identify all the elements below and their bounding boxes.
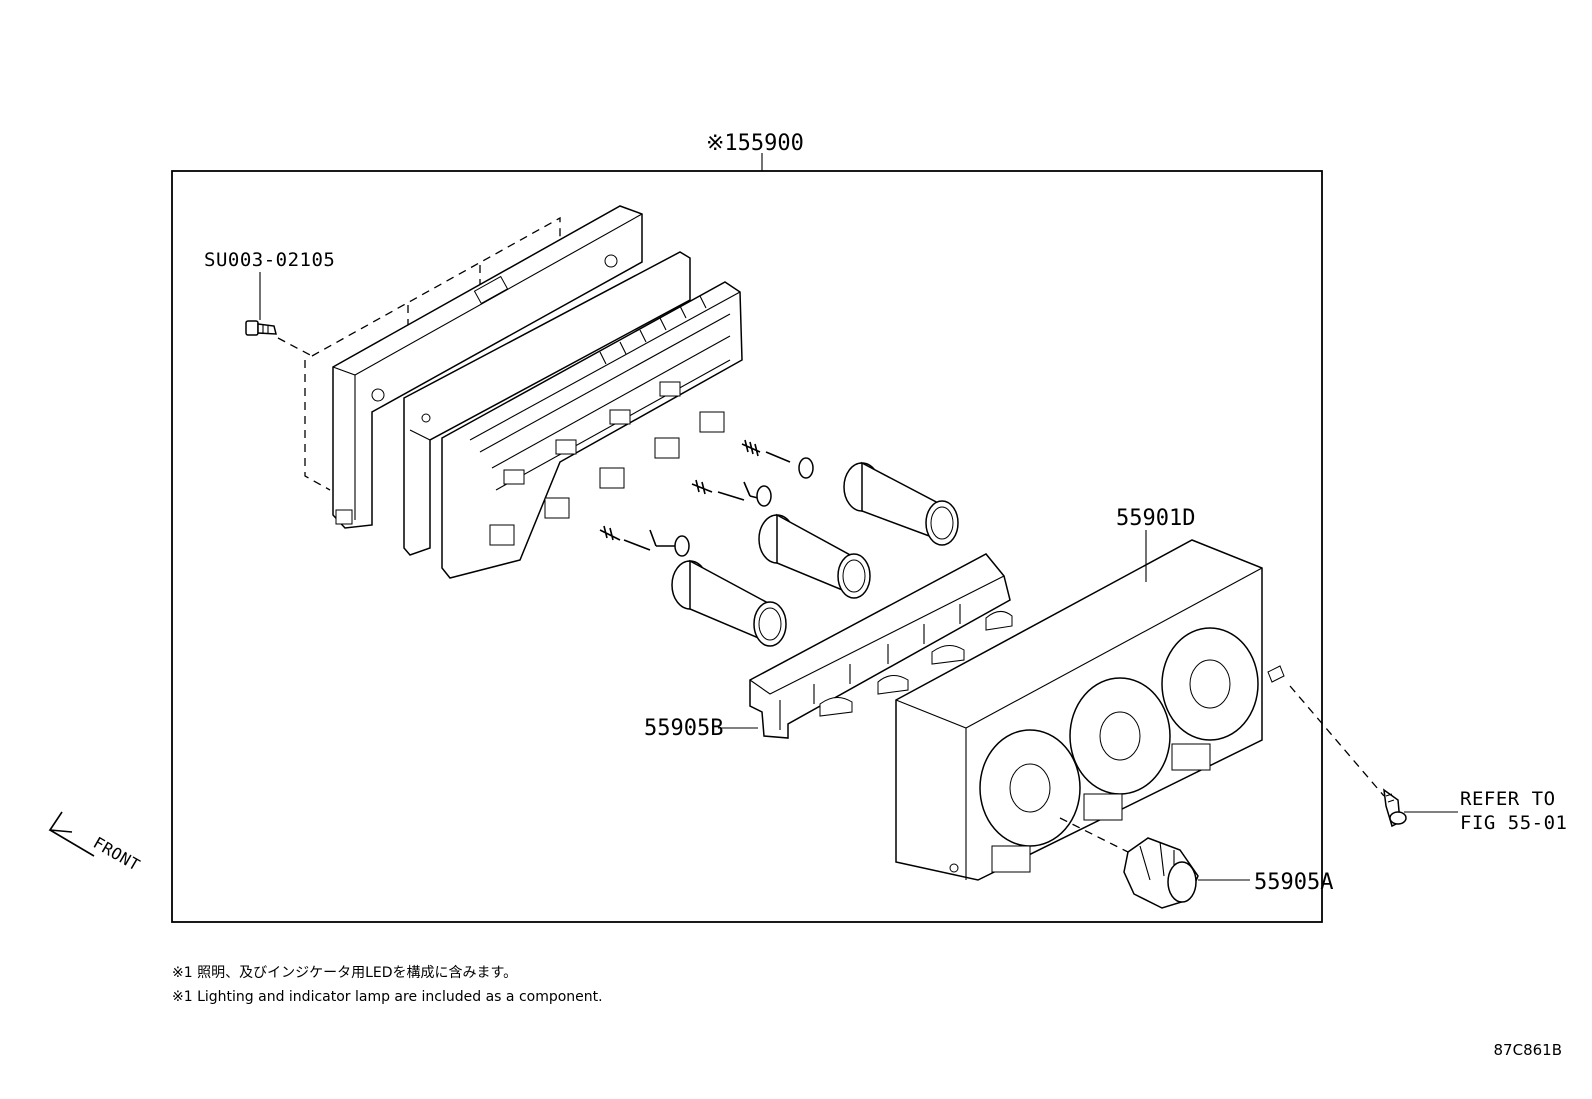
- push-button-bottom: [671, 559, 787, 647]
- label-assembly-55900: ※155900: [706, 131, 804, 156]
- control-housing: [441, 281, 743, 579]
- screw-left: [245, 320, 277, 336]
- note-english: ※1 Lighting and indicator lamp are inclu…: [172, 989, 603, 1005]
- diagram-code: 87C861B: [1493, 1041, 1562, 1059]
- label-knob-55905a: 55905A: [1254, 870, 1333, 895]
- front-panel-55901d: [895, 539, 1285, 881]
- housing-back: [332, 205, 643, 529]
- label-screw-su003: SU003-02105: [204, 249, 335, 271]
- front-arrow-icon: [48, 811, 95, 857]
- label-refer-to: REFER TO: [1460, 788, 1556, 810]
- screw-right: [1383, 788, 1407, 828]
- knob-55905a: [1123, 837, 1199, 909]
- label-bracket-55905b: 55905B: [644, 716, 723, 741]
- label-panel-55901d: 55901D: [1116, 506, 1195, 531]
- assembly-frame: [171, 170, 1323, 923]
- label-front: FRONT: [90, 833, 143, 875]
- push-button-middle: [758, 513, 871, 599]
- label-fig-55-01: FIG 55-01: [1460, 812, 1567, 834]
- push-button-top: [843, 461, 959, 546]
- spring-pin-set: [599, 439, 814, 557]
- note-japanese: ※1 照明、及びインジケータ用LEDを構成に含みます。: [172, 965, 518, 981]
- circuit-board: [403, 251, 691, 556]
- button-bracket-55905b: [749, 553, 1013, 739]
